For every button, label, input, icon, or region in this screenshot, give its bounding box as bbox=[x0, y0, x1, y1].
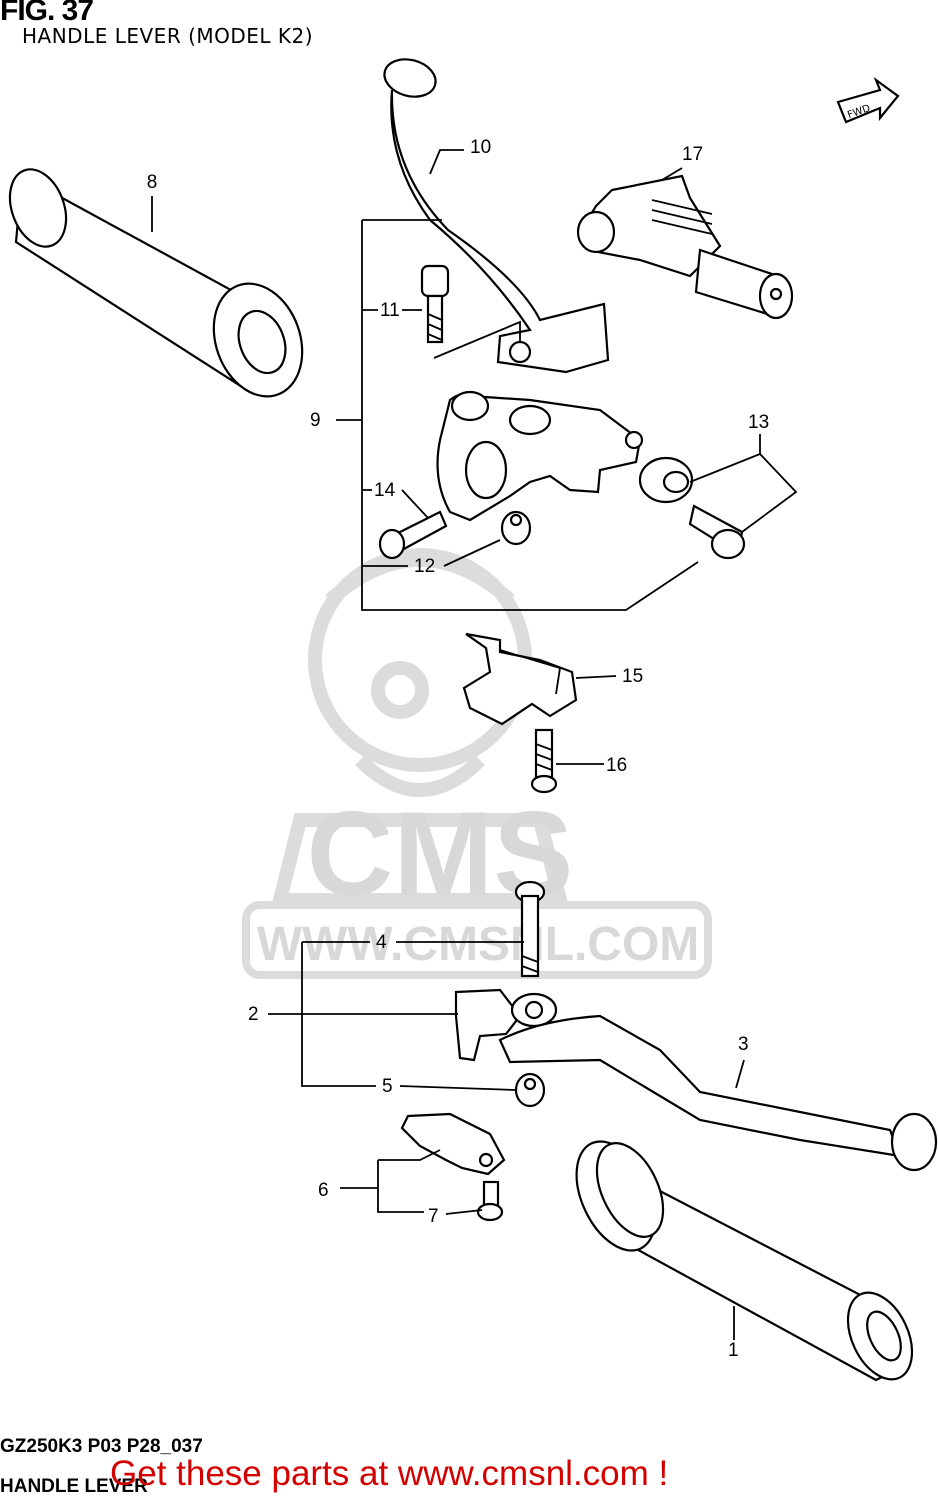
part-3-brake-lever bbox=[498, 1014, 938, 1172]
part-1-throttle-grip bbox=[575, 1140, 914, 1382]
callout-9: 9 bbox=[310, 410, 321, 431]
part-9-lever-holder bbox=[436, 390, 644, 522]
callout-15: 15 bbox=[622, 666, 643, 687]
callout-1: 1 bbox=[728, 1340, 739, 1361]
leader-lines bbox=[151, 149, 798, 1340]
callout-6: 6 bbox=[318, 1180, 329, 1201]
part-13-adjuster bbox=[638, 456, 746, 560]
part-2-bracket bbox=[454, 988, 558, 1062]
part-10-clutch-lever bbox=[383, 58, 610, 374]
callout-2: 2 bbox=[248, 1004, 259, 1025]
part-8-grip-left bbox=[8, 168, 304, 398]
part-15-clutch-switch bbox=[462, 632, 578, 726]
callout-14: 14 bbox=[374, 480, 396, 501]
part-17-switch bbox=[576, 174, 794, 320]
callout-16: 16 bbox=[606, 755, 627, 776]
figure-subtitle: HANDLE LEVER (MODEL K2) bbox=[22, 24, 314, 48]
promo-link[interactable]: Get these parts at www.cmsnl.com ! bbox=[110, 1454, 669, 1493]
cms-watermark: CMS WWW.CMSNL.COM bbox=[242, 548, 712, 979]
figure-title: FIG. 37 bbox=[0, 0, 94, 27]
part-12-nut bbox=[500, 510, 532, 546]
callout-17: 17 bbox=[682, 144, 703, 165]
footer-drawing-name: HANDLE LEVER bbox=[0, 1476, 148, 1497]
callout-13: 13 bbox=[748, 412, 769, 433]
part-6-brake-switch bbox=[400, 1112, 506, 1176]
callout-5: 5 bbox=[382, 1076, 393, 1097]
part-4-pivot-bolt bbox=[514, 880, 546, 978]
callout-11: 11 bbox=[380, 300, 400, 321]
callout-8: 8 bbox=[147, 172, 158, 193]
part-14-bolt bbox=[378, 510, 448, 560]
part-5-nut bbox=[514, 1072, 546, 1108]
part-11-bolt bbox=[420, 264, 450, 344]
callout-labels: 8 10 17 11 9 13 14 12 15 16 4 2 3 5 6 7 … bbox=[147, 137, 769, 1361]
callout-4: 4 bbox=[376, 932, 387, 953]
callout-12: 12 bbox=[414, 556, 435, 577]
part-7-screw bbox=[476, 1180, 504, 1222]
footer-drawing-code: GZ250K3 P03 P28_037 bbox=[0, 1436, 203, 1457]
callout-3: 3 bbox=[738, 1034, 749, 1055]
part-16-screw bbox=[530, 728, 558, 794]
fwd-arrow-icon: FWD bbox=[836, 76, 900, 124]
callout-7: 7 bbox=[428, 1206, 439, 1227]
watermark-url-text: WWW.CMSNL.COM bbox=[257, 918, 700, 971]
callout-10: 10 bbox=[470, 137, 491, 158]
